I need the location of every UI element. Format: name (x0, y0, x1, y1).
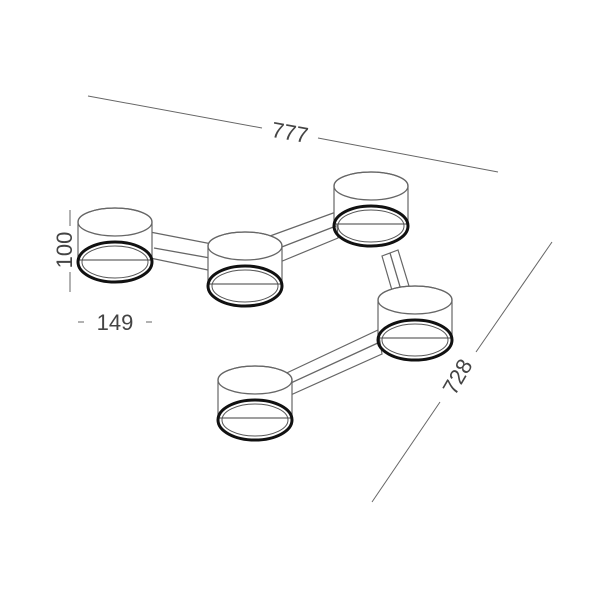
cylinder-2-lens-rim (206, 264, 284, 308)
arm-4-edge (279, 341, 381, 389)
cylinder-4 (376, 285, 454, 362)
cylinder-5-lens-rim (216, 398, 294, 442)
cylinder-3 (332, 171, 410, 248)
diameter-dimension: 149 (78, 310, 152, 335)
cylinder-1-lens (81, 245, 149, 279)
depth-dimension-label: 728 (438, 355, 478, 399)
cylinder-4-lens-rim (376, 318, 454, 362)
arm-1 (149, 231, 213, 271)
depth-dimension-line-bottom (371, 401, 441, 503)
width-dimension-line-left (87, 95, 263, 129)
cylinder-4-lens (381, 323, 449, 357)
diameter-dimension-label: 149 (97, 310, 134, 335)
cylinder-2-top (207, 231, 283, 261)
cylinder-4-top (377, 285, 453, 315)
arm-2-edge (273, 225, 337, 251)
height-dimension-label: 100 (52, 232, 77, 269)
cylinder-3-lens-rim (332, 204, 410, 248)
width-dimension: 777 (87, 95, 499, 173)
cylinder-5-top (217, 365, 293, 395)
arm-1-edge (153, 247, 211, 259)
depth-dimension-line-top (475, 241, 553, 353)
height-dimension: 100 (52, 210, 77, 292)
width-dimension-line-right (317, 137, 499, 173)
cylinder-5-lens (221, 403, 289, 437)
cylinder-2-lens (211, 269, 279, 303)
cylinder-3-top (333, 171, 409, 201)
cylinder-1-top (77, 207, 153, 237)
cylinder-1-lens-rim (76, 240, 154, 284)
cylinder-5 (216, 365, 294, 442)
cylinder-1 (76, 207, 154, 284)
cylinder-2 (206, 231, 284, 308)
cylinder-3-lens (337, 209, 405, 243)
width-dimension-label: 777 (270, 117, 311, 148)
